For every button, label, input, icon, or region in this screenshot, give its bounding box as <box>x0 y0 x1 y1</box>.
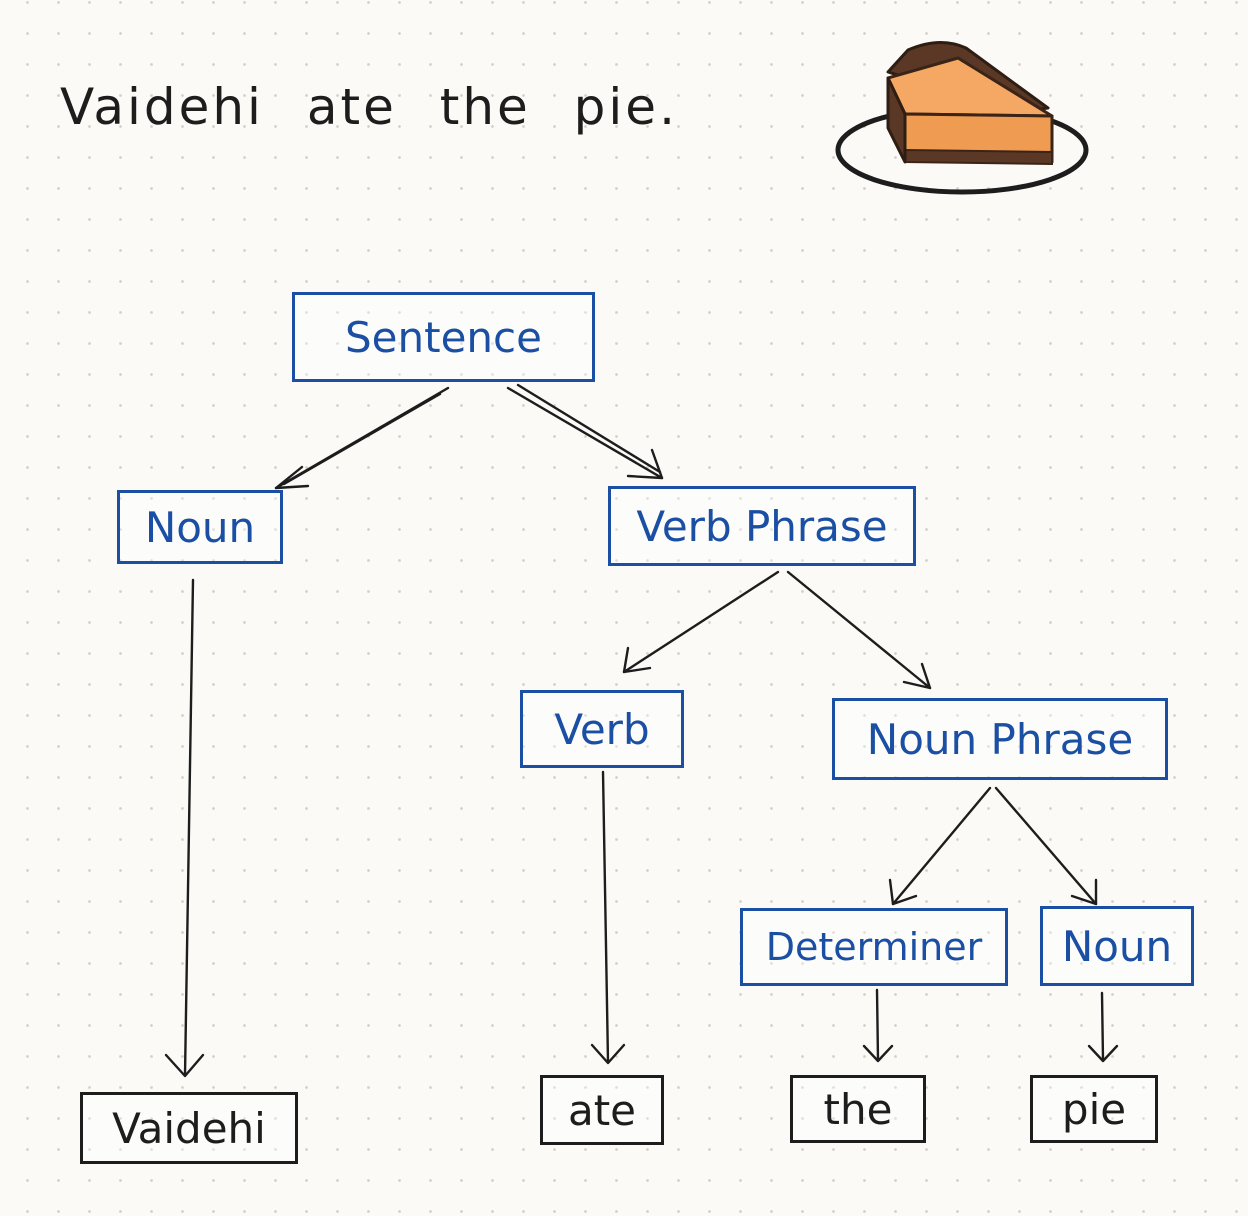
word-vaidehi: Vaidehi <box>80 1092 298 1164</box>
word-pie: pie <box>1030 1075 1158 1143</box>
edge-noun-vaidehi <box>164 578 205 1078</box>
edge-noun-pie <box>1087 991 1119 1063</box>
word-ate: ate <box>540 1075 664 1145</box>
edge-verb-ate <box>590 770 626 1065</box>
edge-noun-phrase-noun <box>994 786 1098 906</box>
edge-sentence-verb-phrase <box>506 383 664 480</box>
edge-sentence-noun <box>274 386 450 490</box>
example-sentence: Vaidehi ate the pie. <box>60 78 678 136</box>
node-noun-phrase: Noun Phrase <box>832 698 1168 780</box>
edge-verb-phrase-verb <box>622 570 780 674</box>
edge-determiner-the <box>862 988 894 1063</box>
node-noun: Noun <box>117 490 283 564</box>
node-noun-2: Noun <box>1040 906 1194 986</box>
node-sentence: Sentence <box>292 292 595 382</box>
word-the: the <box>790 1075 926 1143</box>
pie-left-crust <box>886 76 907 164</box>
node-verb: Verb <box>520 690 684 768</box>
node-verb-phrase: Verb Phrase <box>608 486 916 566</box>
pie-slice-icon <box>835 41 1089 195</box>
node-determiner: Determiner <box>740 908 1008 986</box>
edge-noun-phrase-determiner <box>888 786 992 906</box>
edge-verb-phrase-noun-phrase <box>786 570 932 690</box>
